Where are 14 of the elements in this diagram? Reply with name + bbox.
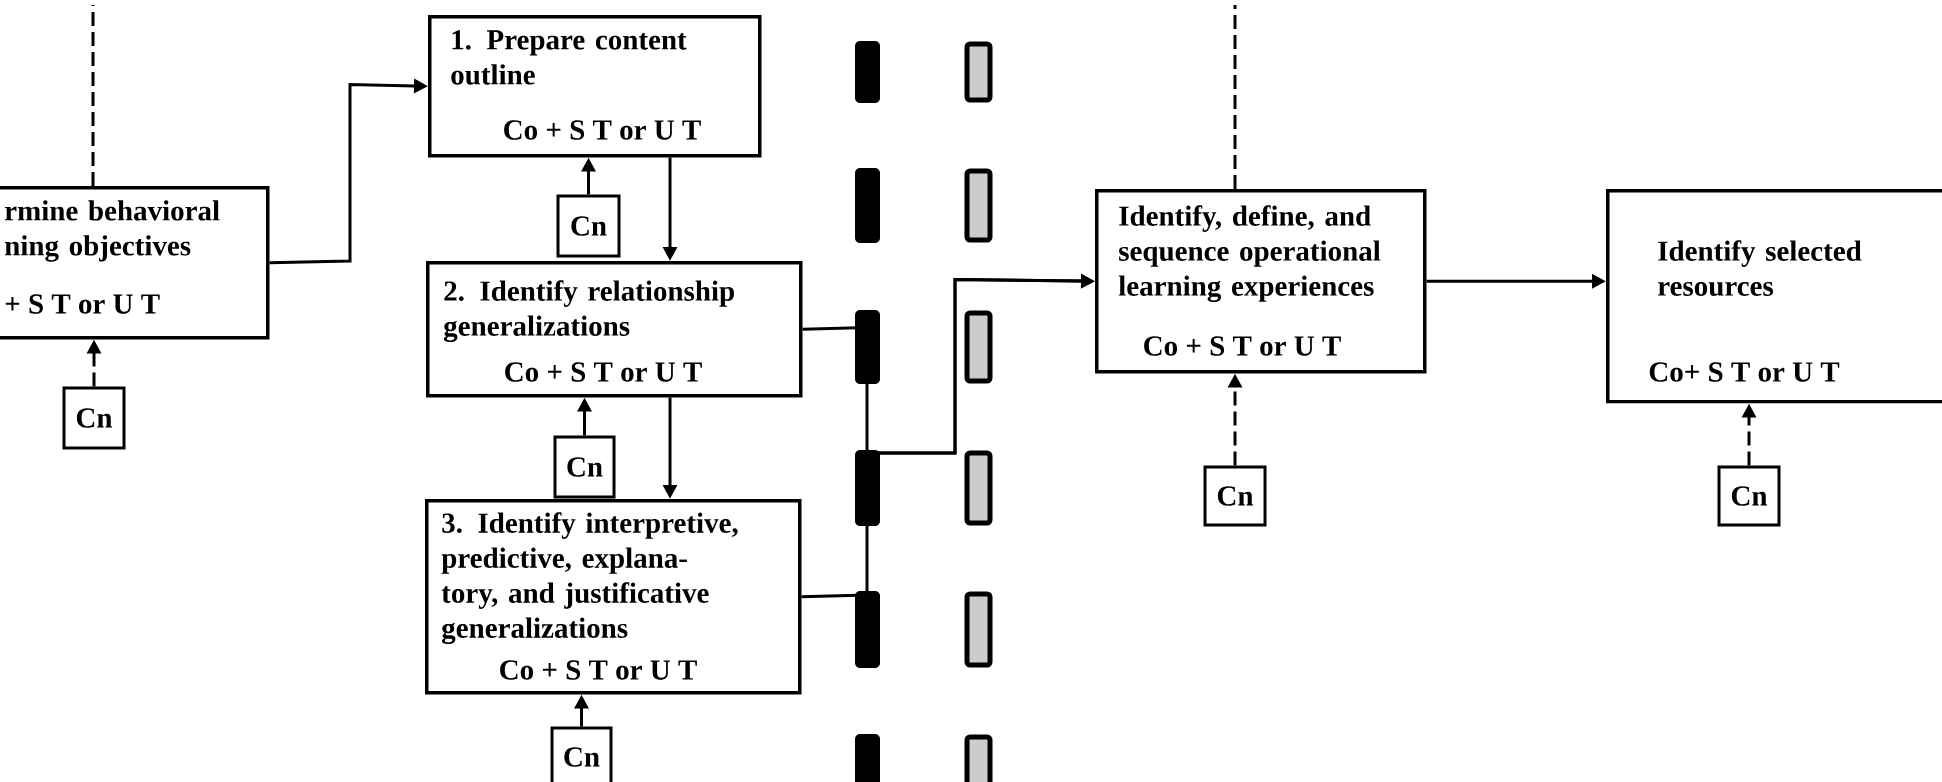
process-box: 1. Prepare content outline Co + S T or U T	[428, 15, 762, 158]
connector-box: Cn	[550, 726, 613, 782]
connector-line	[91, 5, 95, 186]
connector-line	[1233, 5, 1237, 189]
connector-box: Cn	[62, 386, 126, 450]
process-box: rmine behavioral ning objectives + S T or U T	[0, 186, 270, 340]
process-box: 2. Identify relationship generalizations Co + S T or U T	[426, 261, 803, 398]
connector-box: Cn	[1203, 465, 1267, 527]
process-box: 3. Identify interpretive, predictive, explana-tory, and justificative generalizations Co + S T or U T	[425, 499, 802, 695]
process-box: Identify selected resources Co+ S T or U T	[1606, 189, 1942, 404]
connector-box: Cn	[1717, 465, 1781, 527]
connector-box: Cn	[553, 435, 616, 499]
connector-box: Cn	[556, 194, 621, 258]
process-box: Identify, define, and sequence operational learning experiences Co + S T or U T	[1095, 189, 1427, 374]
